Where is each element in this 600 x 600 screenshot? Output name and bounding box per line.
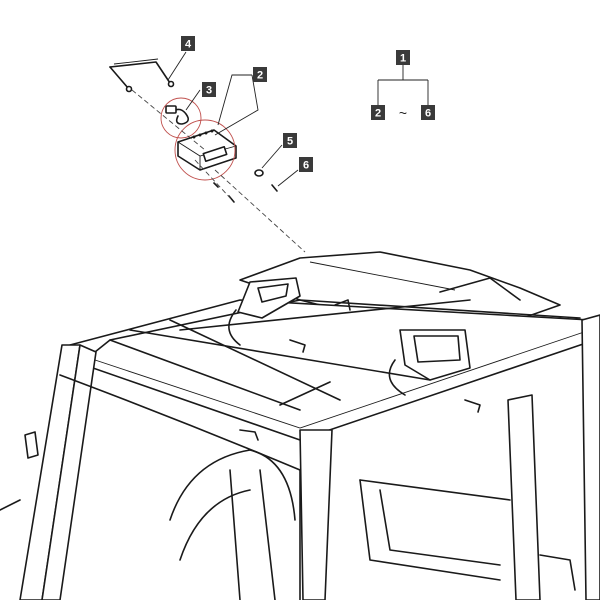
callout-3: 3 [202,82,216,97]
callout-6: 6 [299,157,313,172]
callout-4-label: 4 [185,39,192,51]
range-bracket [377,64,429,105]
control-module-part [177,129,237,171]
bracket-rod-part [109,58,175,93]
callout-1: 1 [396,50,410,65]
leader-line [261,144,283,169]
leader-line [185,89,201,111]
assembly-line [194,159,233,201]
nut-part [254,169,264,177]
leader-line [217,74,252,126]
callout-1-label: 1 [400,53,406,65]
callout-3-label: 3 [206,85,212,97]
callout-4: 4 [181,36,195,51]
callout-5: 5 [283,133,297,148]
leader-line [167,51,187,81]
leader-line [214,74,259,136]
callout-2-label: 2 [257,70,263,82]
range-callout-to: 6 [421,105,435,120]
range-to-label: 6 [425,108,431,120]
vehicle-frame [0,251,600,600]
harness-connector-part [165,105,190,125]
screw-part [213,182,278,203]
range-separator: ~ [399,105,407,121]
assembly-line [214,169,306,253]
callout-5-label: 5 [287,136,293,148]
callout-6-label: 6 [303,160,309,172]
harness-highlight-circle [160,97,202,139]
range-callout-from: 2 [371,105,385,120]
range-from-label: 2 [375,108,381,120]
leader-line [277,169,299,187]
module-highlight-circle [174,119,236,181]
callout-2: 2 [253,67,267,82]
